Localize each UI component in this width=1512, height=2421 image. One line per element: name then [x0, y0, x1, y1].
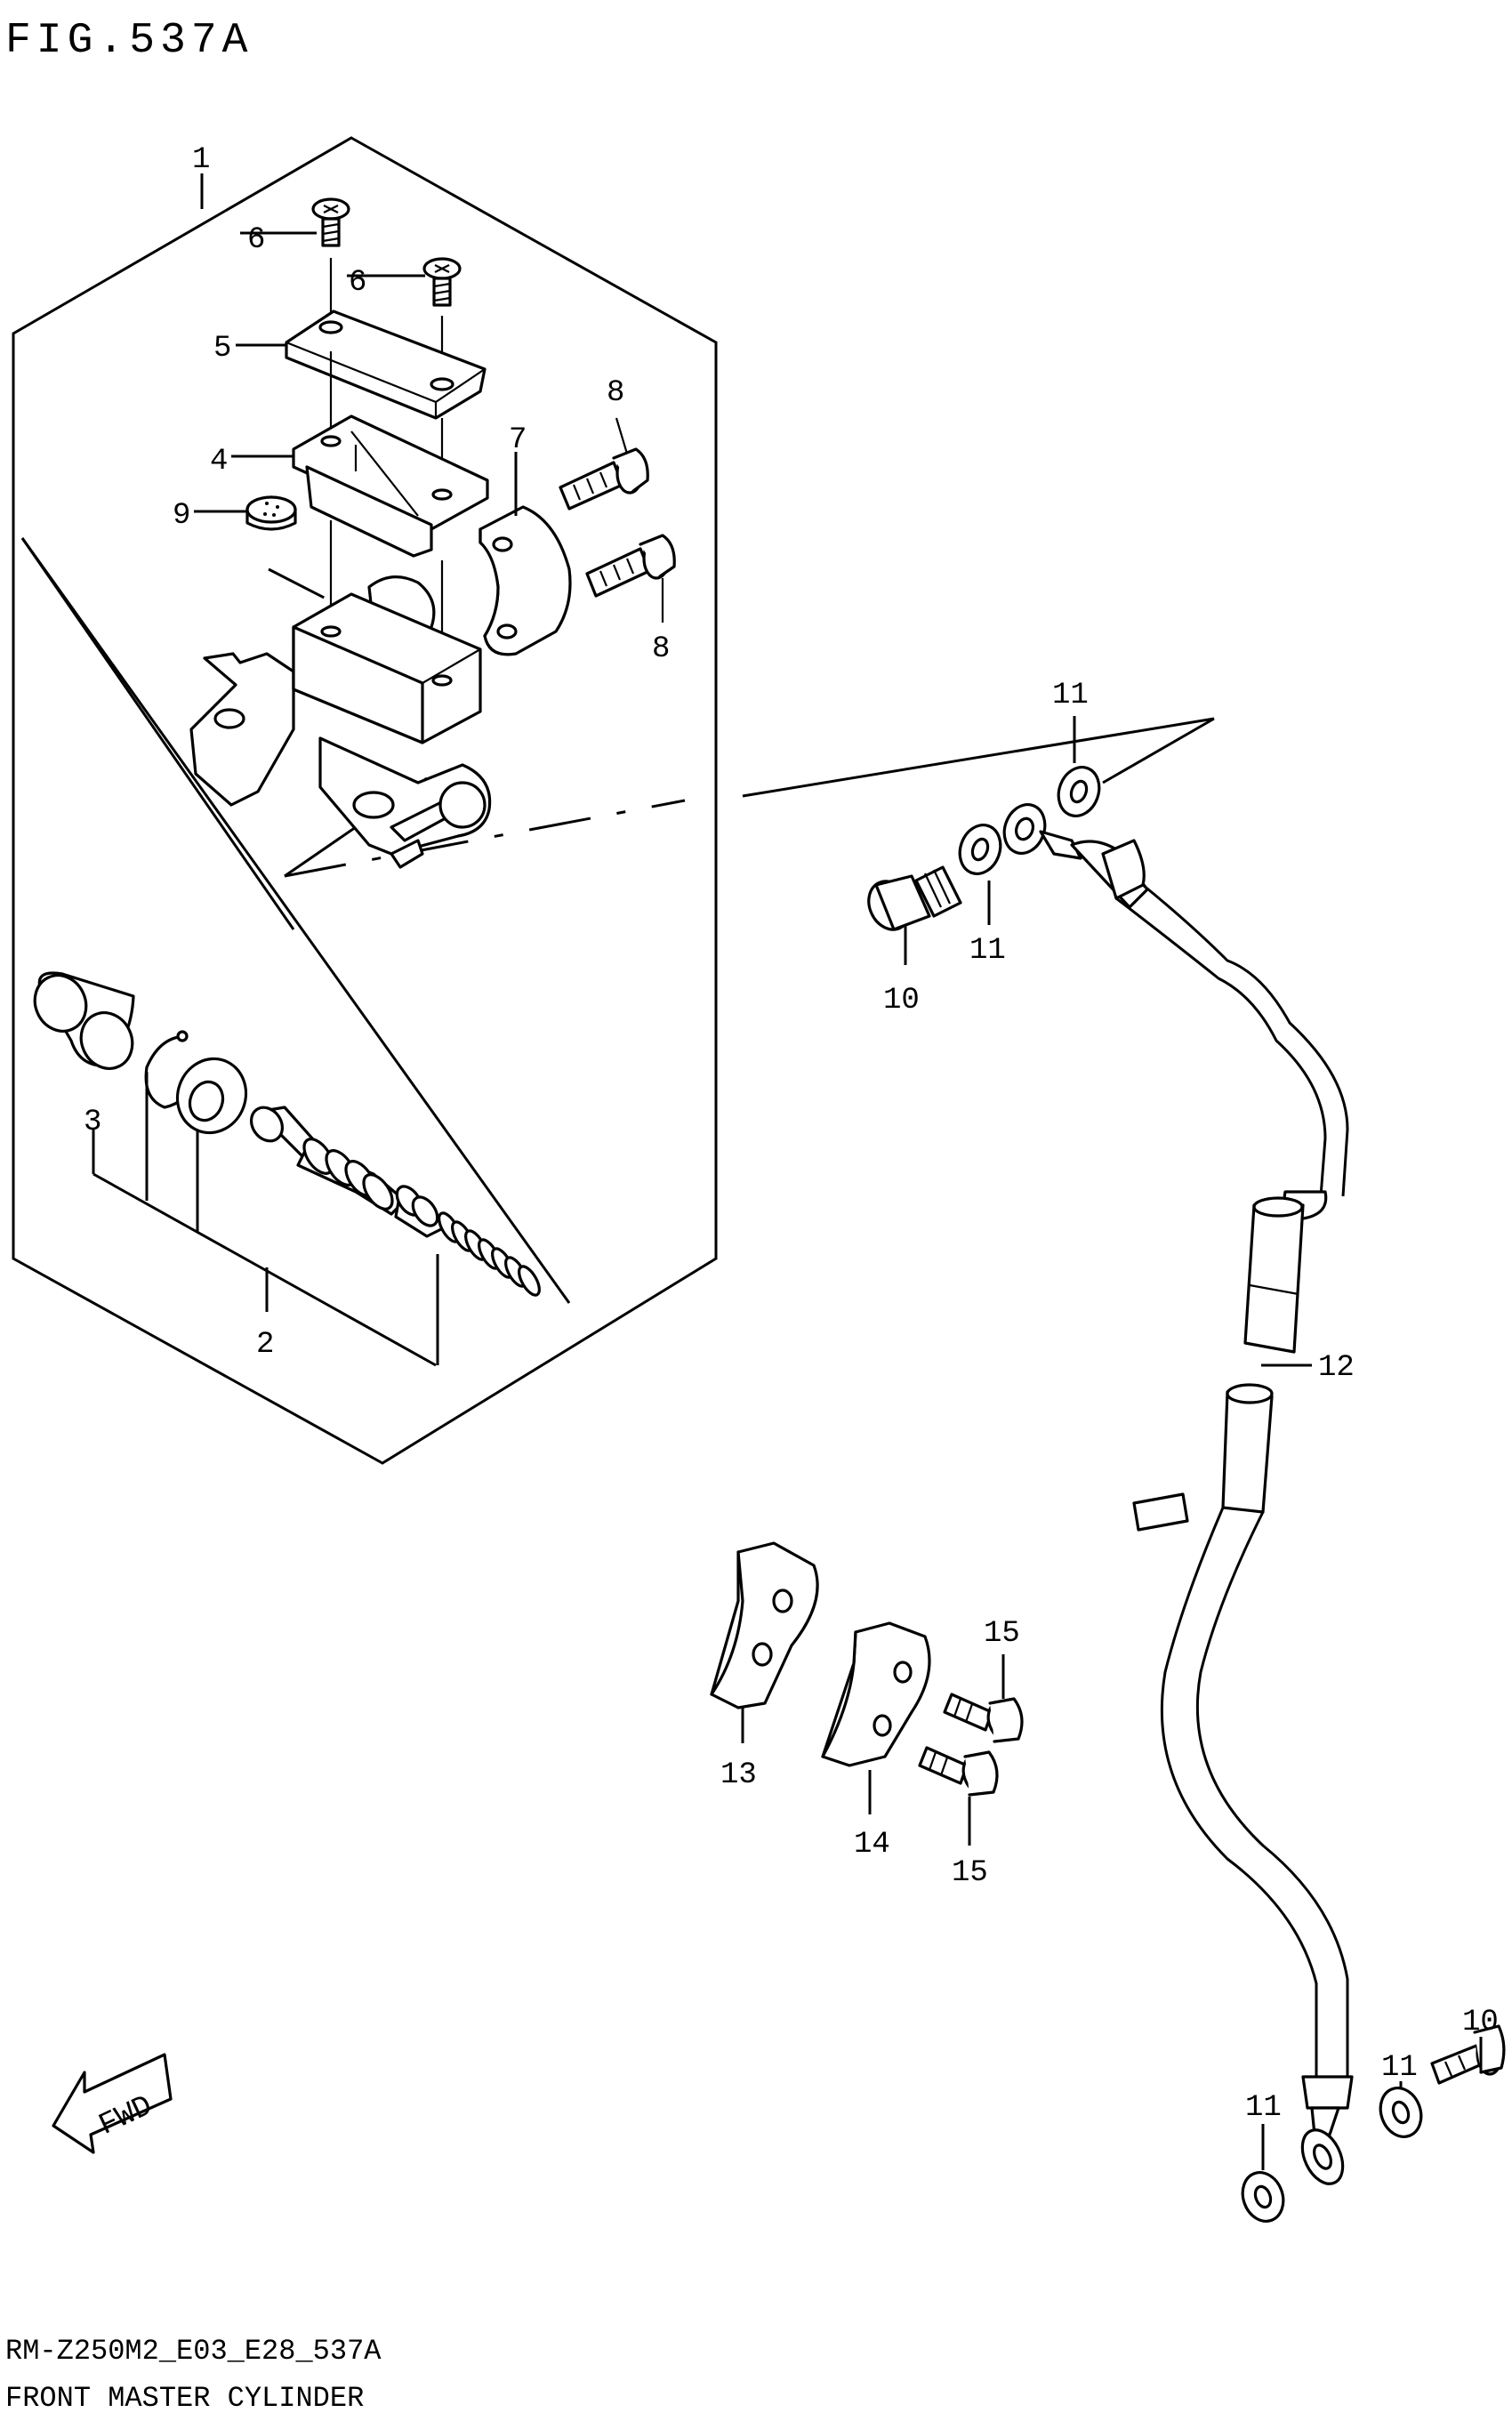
- callout-11-lower-right: 11: [1381, 2051, 1418, 2085]
- diaphragm: [292, 414, 489, 685]
- washer-11-top: [1057, 766, 1101, 817]
- bolt-15-lower: [918, 1746, 999, 1797]
- piston-boot: [33, 971, 135, 1070]
- reservoir-cap: [285, 310, 487, 498]
- diagram-caption: FRONT MASTER CYLINDER: [5, 2382, 364, 2415]
- return-spring: [438, 1211, 541, 1297]
- hose-guide-13: [710, 1541, 819, 1709]
- callout-11-lower-left: 11: [1245, 2091, 1282, 2125]
- callout-8-upper: 8: [607, 376, 624, 410]
- callout-12: 12: [1318, 1351, 1355, 1385]
- washer-11-lower-left: [1241, 2171, 1285, 2223]
- plug-9: [245, 495, 339, 607]
- callout-7: 7: [509, 423, 527, 457]
- master-cylinder-body: [189, 575, 492, 869]
- callout-5: 5: [213, 332, 231, 366]
- callout-11-top: 11: [1052, 679, 1089, 712]
- banjo-bolt-10-upper: [867, 865, 962, 931]
- assembly-outline: [12, 136, 718, 1465]
- brake-hose: [1002, 803, 1354, 2185]
- callout-2: 2: [256, 1328, 274, 1362]
- callout-10-lower: 10: [1462, 2006, 1499, 2039]
- callout-15-upper: 15: [984, 1617, 1020, 1651]
- callout-4: 4: [210, 445, 228, 479]
- projection-lines-left: [20, 537, 1215, 1304]
- callout-6-right: 6: [349, 266, 366, 300]
- callout-10-upper: 10: [883, 984, 920, 1017]
- screw-6-left: [311, 197, 350, 316]
- bolt-8-upper: [559, 417, 649, 511]
- callout-15-lower: 15: [952, 1856, 988, 1890]
- callout-14: 14: [854, 1828, 890, 1862]
- screw-6-right: [422, 257, 462, 374]
- leader-lines-assembly: [92, 173, 518, 1367]
- callout-3: 3: [84, 1106, 101, 1139]
- callouts: 1 6 6 5 4 9 7 8 8 3 2 11 11 10 12 13 14 …: [84, 143, 1499, 2125]
- figure-title: FIG.537A: [5, 17, 253, 65]
- bolt-15-upper: [943, 1693, 1024, 1743]
- callout-6-left: 6: [247, 223, 265, 257]
- callout-1: 1: [192, 143, 210, 177]
- fwd-arrow-icon: FWD: [52, 2053, 173, 2154]
- callout-9: 9: [173, 499, 190, 533]
- cup-washer: [175, 1057, 248, 1135]
- piston-assembly: [249, 1106, 541, 1297]
- bolt-8-lower: [585, 534, 676, 623]
- washer-11-mid: [958, 824, 1002, 875]
- callout-13: 13: [720, 1758, 757, 1792]
- hose-clamp-14: [821, 1621, 931, 1767]
- leader-lines-hose: [741, 716, 1483, 2170]
- callout-8-lower: 8: [652, 632, 670, 666]
- washer-11-lower-right: [1379, 2087, 1423, 2138]
- handlebar-clamp: [479, 505, 572, 656]
- diagram-code: RM-Z250M2_E03_E28_537A: [5, 2335, 382, 2368]
- callout-11-mid: 11: [969, 934, 1006, 968]
